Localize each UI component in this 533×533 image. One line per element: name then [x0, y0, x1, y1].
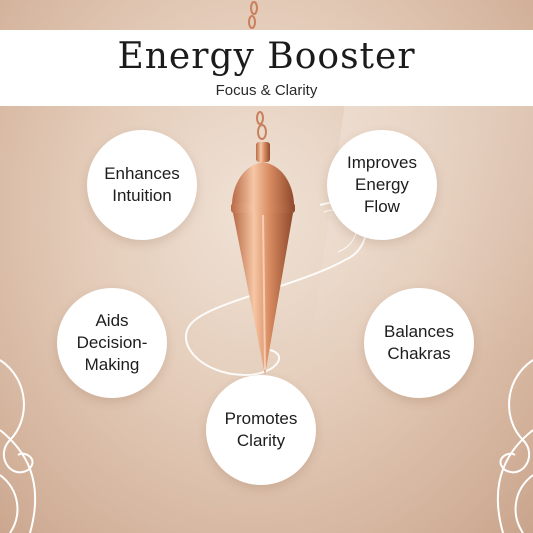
benefit-label: Improves Energy Flow	[347, 153, 417, 216]
benefit-bubble-clarity: Promotes Clarity	[206, 375, 316, 485]
page-subtitle: Focus & Clarity	[215, 82, 318, 99]
benefit-bubble-intuition: Enhances Intuition	[87, 130, 197, 240]
benefit-bubble-chakras: Balances Chakras	[364, 288, 474, 398]
benefit-label: Promotes Clarity	[224, 409, 298, 450]
benefit-label: Balances Chakras	[384, 322, 454, 363]
filigree-left	[0, 359, 37, 533]
benefit-label: Aids Decision- Making	[76, 311, 148, 374]
page-title: Energy Booster	[117, 36, 416, 77]
benefit-bubble-decision-making: Aids Decision- Making	[57, 288, 167, 398]
benefit-bubble-energy-flow: Improves Energy Flow	[327, 130, 437, 240]
benefit-label: Enhances Intuition	[104, 164, 180, 205]
filigree-right	[496, 359, 533, 533]
chain	[248, 1, 267, 140]
header-band	[0, 30, 533, 106]
pendulum	[231, 142, 295, 375]
